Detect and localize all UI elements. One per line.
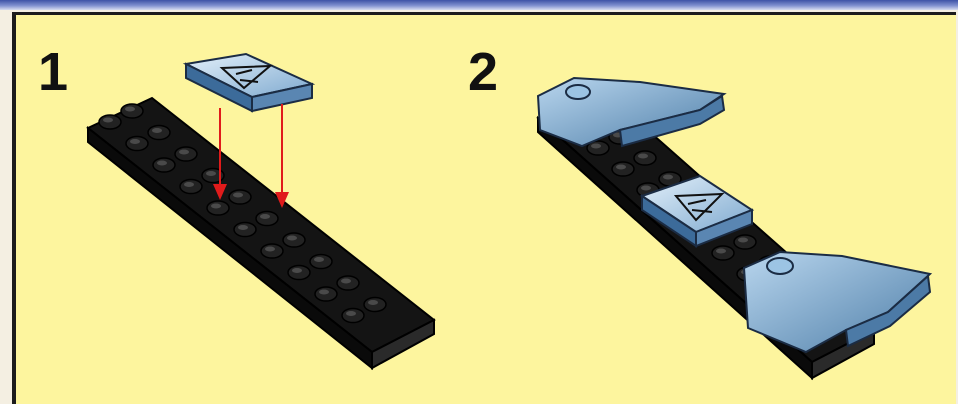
stud-highlight	[152, 128, 162, 133]
stud-highlight	[157, 161, 167, 166]
step1-tile	[186, 54, 312, 111]
stud-highlight	[184, 182, 194, 187]
step2-slope-top	[538, 78, 724, 146]
stud-highlight	[130, 139, 140, 144]
stud-highlight	[238, 225, 248, 230]
stud-highlight	[233, 193, 243, 198]
stud-highlight	[292, 268, 302, 273]
stud-highlight	[125, 107, 135, 112]
stud-highlight	[641, 186, 651, 191]
stud-highlight	[103, 118, 113, 123]
stud-highlight	[346, 311, 356, 316]
stud-highlight	[179, 150, 189, 155]
stud-highlight	[638, 154, 648, 159]
stud-highlight	[368, 300, 378, 305]
stud-highlight	[738, 238, 748, 243]
stud-highlight	[287, 236, 297, 241]
stud-highlight	[663, 175, 673, 180]
stud-highlight	[206, 171, 216, 176]
stud-highlight	[314, 257, 324, 262]
step1-plate	[88, 98, 434, 368]
stud-highlight	[616, 165, 626, 170]
stud-highlight	[716, 249, 726, 254]
stud-highlight	[211, 204, 221, 209]
stud-highlight	[319, 290, 329, 295]
stud-highlight	[341, 279, 351, 284]
stud-highlight	[260, 214, 270, 219]
stud-highlight	[265, 247, 275, 252]
stud-highlight	[591, 144, 601, 149]
